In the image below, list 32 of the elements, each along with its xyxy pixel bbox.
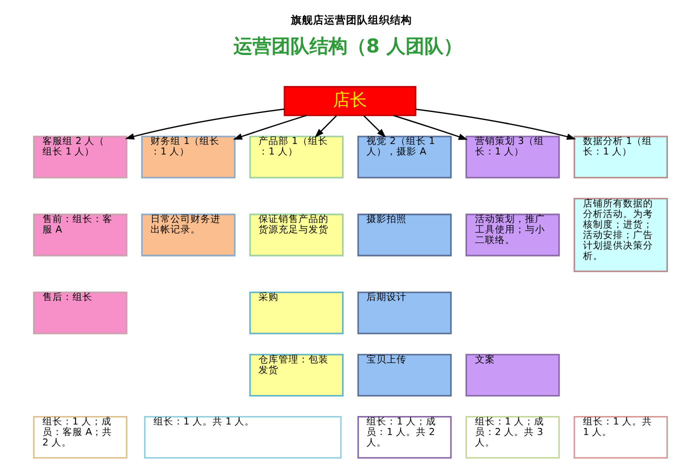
node-box: 产品部 1（组长：1 人） (248, 136, 344, 178)
node-box: 店长 (283, 86, 416, 116)
node-box: 组长：1 人。共 1 人。 (144, 416, 342, 459)
node-box: 后期设计 (356, 292, 452, 334)
arrow (392, 114, 468, 140)
node-box: 采购 (248, 292, 344, 334)
node-box: 摄影拍照 (356, 214, 452, 256)
node-box: 财务组 1（组长：1 人） (140, 136, 235, 178)
arrow (124, 108, 284, 140)
node-box: 日常公司财务进出帐记录。 (140, 214, 235, 256)
node-box: 组长：1 人。共 1 人。 (573, 416, 668, 459)
node-box: 组长：1 人；成员：客服 A；共 2 人。 (32, 416, 127, 459)
node-box: 营销策划 3（组长：1 人） (465, 136, 560, 178)
node-box: 售后：组长 (32, 292, 127, 334)
node-box: 文案 (465, 354, 560, 396)
node-box: 店铺所有数据的分析活动。为考核制度；进货；活动安排；广告计划提供决策分析。 (573, 198, 668, 272)
node-box: 活动策划，推广工具使用；与小二联络。 (465, 214, 560, 256)
arrow (232, 114, 306, 140)
arrow (415, 108, 576, 140)
node-box: 数据分析 1（组长：1 人） (573, 136, 668, 178)
node-box: 视觉 2（组长 1 人），摄影 A (356, 136, 452, 178)
node-box: 组长：1 人；成员：1 人。共 2 人。 (356, 416, 452, 459)
arrow (362, 115, 386, 138)
arrow (314, 115, 336, 138)
diagram-title: 旗舰店运营团队组织结构 (290, 14, 412, 26)
node-box: 保证销售产品的货源充足与发货 (248, 214, 344, 256)
label: 运营团队结构（8 人团队） (232, 34, 462, 58)
node-box: 宝贝上传 (356, 354, 452, 396)
node-box: 仓库管理：包装发货 (248, 354, 344, 396)
node-box: 客服组 2 人（组长 1 人） (32, 136, 127, 178)
node-box: 售前：组长：客服 A (32, 214, 127, 256)
node-box: 组长：1 人；成员：2 人。共 3 人。 (465, 416, 560, 459)
